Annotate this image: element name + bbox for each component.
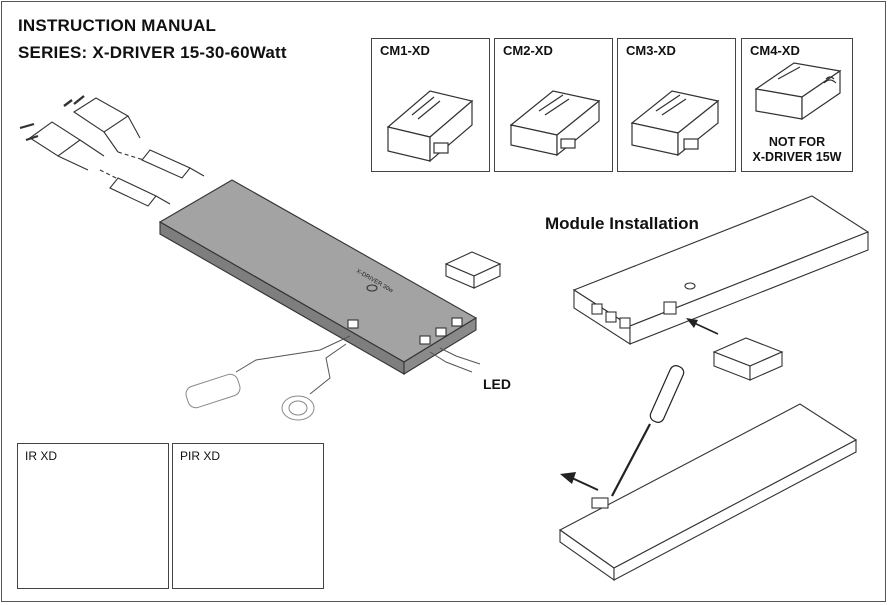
- led-label: LED: [483, 376, 511, 392]
- module-label: CM2-XD: [503, 43, 553, 58]
- module-note-line1: NOT FOR: [768, 135, 826, 149]
- open-board: [558, 403, 858, 582]
- screwdriver: [611, 365, 685, 497]
- page-title: INSTRUCTION MANUAL: [18, 16, 217, 35]
- release-arrow-head: [560, 472, 576, 484]
- module-label: CM3-XD: [626, 43, 676, 58]
- module-card-cm2: CM2-XD: [494, 38, 613, 172]
- insert-arrow: [691, 321, 719, 335]
- power-plugs: [19, 95, 205, 207]
- release-arrow: [571, 477, 599, 491]
- module-illustration: [630, 90, 720, 157]
- module-card-cm4: CM4-XD NOT FOR X-DRIVER 15W: [741, 38, 853, 172]
- module-label: CM1-XD: [380, 43, 430, 58]
- module-illustration: [509, 90, 601, 157]
- module-illustration: [754, 62, 842, 121]
- module-label: CM4-XD: [750, 43, 800, 58]
- section-title: Module Installation: [545, 214, 699, 233]
- module-illustration: [386, 90, 474, 163]
- module-loose: [444, 251, 502, 289]
- driver-unit: X-DRIVER 30w: [158, 179, 478, 375]
- install-driver: [572, 195, 870, 346]
- insert-arrow-head: [686, 318, 698, 328]
- page-subtitle: SERIES: X-DRIVER 15-30-60Watt: [18, 43, 287, 62]
- sensor-cables: [235, 335, 481, 395]
- inset-label: IR XD: [25, 449, 58, 463]
- inset-pir-xd: PIR XD: [172, 443, 324, 589]
- inset-label: PIR XD: [180, 449, 221, 463]
- inset-ir-xd: IR XD: [17, 443, 169, 589]
- module-card-cm3: CM3-XD: [617, 38, 736, 172]
- module-card-cm1: CM1-XD: [371, 38, 490, 172]
- module-note-line2: X-DRIVER 15W: [752, 150, 842, 164]
- sensor-devices: [185, 373, 315, 421]
- module-note: NOT FOR X-DRIVER 15W: [742, 135, 852, 165]
- install-module: [712, 337, 784, 381]
